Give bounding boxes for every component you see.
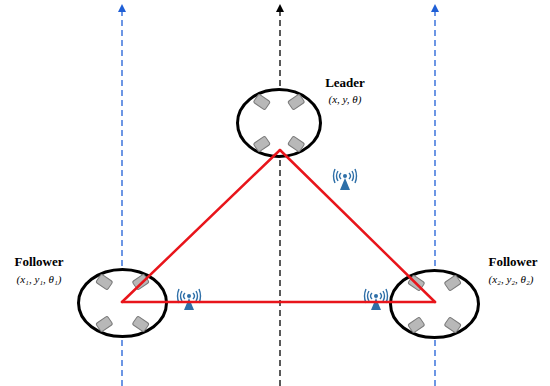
wireless-icon (334, 169, 357, 190)
label-holder: (x, y, θ) (329, 93, 362, 105)
label-holder: (x₂, y₂, θ₂) (489, 273, 534, 285)
label-holder: Follower (14, 254, 63, 270)
robot-node: Leader(x, y, θ) (236, 88, 322, 158)
wheel (444, 317, 461, 333)
wheel (408, 317, 425, 333)
robot-body (389, 269, 480, 339)
robot-node: Follower(x₂, y₂, θ₂) (389, 269, 480, 339)
wireless-icon (365, 289, 388, 310)
wireless-icon (178, 289, 201, 310)
wireless-icons (178, 169, 388, 310)
robot-pose: (x, y, θ) (329, 93, 362, 105)
robot-name: Leader (325, 75, 365, 90)
formation-line (280, 150, 435, 302)
robot-body (236, 88, 322, 158)
wheel (253, 136, 270, 152)
label-holder: Leader (325, 75, 365, 91)
wheel (444, 275, 461, 291)
leader-heading-line (279, 8, 280, 386)
wheel (132, 274, 149, 290)
wheel (96, 274, 113, 290)
robot-pose: (x₁, y₁, θ₁) (17, 273, 62, 285)
robot-pose: (x₂, y₂, θ₂) (489, 273, 534, 285)
wheel (96, 316, 113, 332)
wheel (408, 275, 425, 291)
wheel (253, 94, 270, 110)
wheel (132, 316, 149, 332)
wheel (288, 136, 305, 152)
formation-line (122, 150, 280, 302)
formation-line (122, 301, 435, 304)
label-holder: Follower (488, 254, 537, 270)
robot-name: Follower (14, 254, 63, 269)
robot-name: Follower (488, 254, 537, 269)
wheel (288, 94, 305, 110)
label-holder: (x₁, y₁, θ₁) (17, 273, 62, 285)
